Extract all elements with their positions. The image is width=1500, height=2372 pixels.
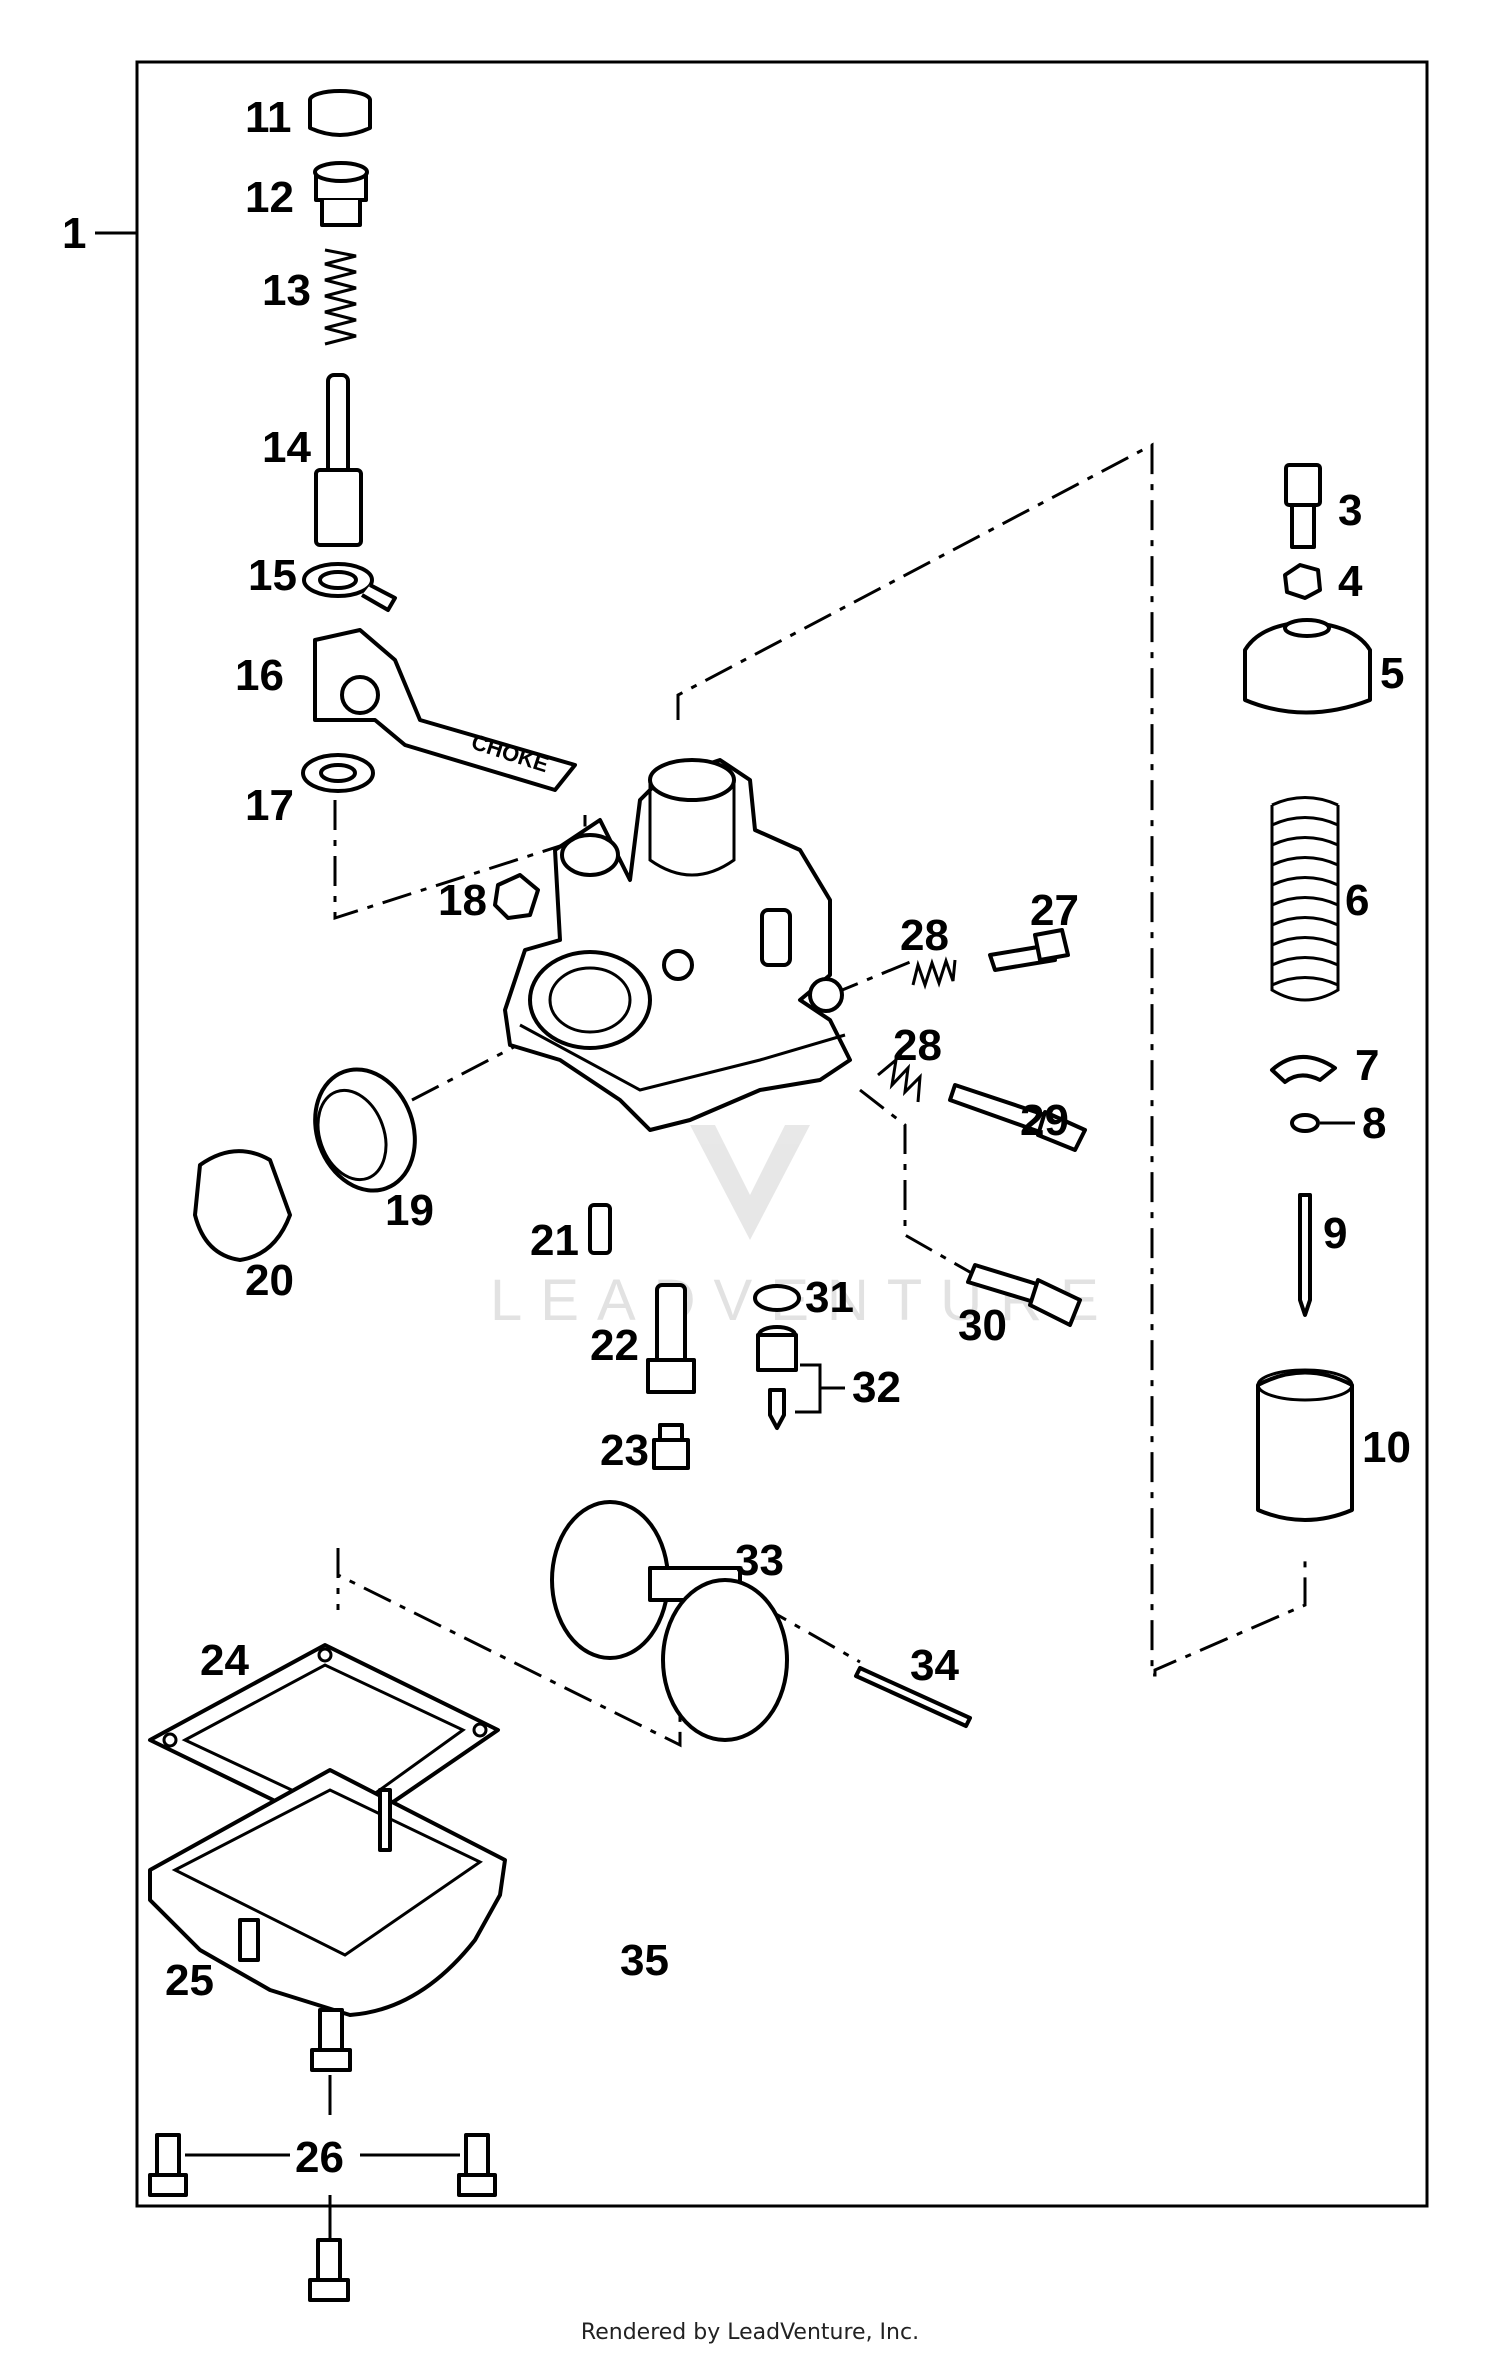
callout-31: 31 — [805, 1273, 854, 1322]
part-13-spring — [324, 248, 357, 346]
part-28-spring-lower — [877, 1056, 922, 1103]
part-4-nut — [1283, 563, 1322, 600]
part-26-screw-right — [457, 2133, 497, 2197]
watermark: LEADVENTURE — [490, 1125, 1099, 1333]
assembly-line-28 — [829, 958, 916, 997]
part-10-throttle-slide — [1256, 1368, 1354, 1522]
part-7-clip — [1270, 1055, 1337, 1084]
part-9-jet-needle — [1298, 1193, 1312, 1317]
callout-7: 7 — [1355, 1041, 1379, 1090]
part-14-plunger — [314, 373, 363, 547]
callout-22: 22 — [590, 1321, 639, 1370]
callout-5: 5 — [1380, 649, 1404, 698]
callout-32: 32 — [852, 1363, 901, 1412]
part-11-cap — [308, 89, 372, 137]
part-32-float-valve — [756, 1325, 845, 1430]
part-26-screw-bottom — [308, 2238, 350, 2302]
assembly-line-choke — [333, 800, 587, 921]
callout-16: 16 — [235, 651, 284, 700]
part-23-main-jet — [652, 1423, 690, 1470]
part-20-cap — [193, 1149, 292, 1262]
part-22-needle-jet — [646, 1283, 696, 1394]
callout-3: 3 — [1338, 486, 1362, 535]
callout-15: 15 — [248, 551, 297, 600]
part-27-pilot-screw — [988, 928, 1070, 972]
callout-33: 33 — [735, 1536, 784, 1585]
part-35-hose — [505, 1870, 665, 2002]
part-12-nut — [313, 161, 369, 227]
callout-18: 18 — [438, 876, 487, 925]
part-6-slide-spring — [1270, 796, 1340, 1002]
assembly-line-19 — [411, 1008, 586, 1102]
callout-25: 25 — [165, 1956, 214, 2005]
part-26-screw-left — [148, 2133, 188, 2197]
part-28-spring-upper — [911, 956, 957, 990]
callout-11: 11 — [245, 93, 292, 142]
part-19-ring — [313, 1067, 417, 1193]
part-31-washer — [753, 1284, 801, 1312]
assembly-line-main — [676, 442, 1307, 1677]
callout-26-leaders — [185, 2075, 460, 2240]
assembly-line-30 — [859, 1088, 976, 1277]
callout-28-upper: 28 — [900, 911, 949, 960]
callout-29: 29 — [1020, 1096, 1069, 1145]
callout-13: 13 — [262, 266, 311, 315]
part-3-adjuster-screw — [1284, 463, 1322, 549]
callout-24: 24 — [200, 1636, 249, 1685]
part-21-jet — [588, 1203, 612, 1255]
callout-6: 6 — [1345, 876, 1369, 925]
carburetor-body — [503, 758, 852, 1132]
callout-1: 1 — [62, 209, 86, 258]
callout-12: 12 — [245, 173, 294, 222]
callout-21: 21 — [530, 1216, 579, 1265]
callout-23: 23 — [600, 1426, 649, 1475]
part-34-float-pin — [854, 1666, 972, 1728]
part-5-top-cap — [1243, 618, 1372, 715]
part-26-screw-top — [310, 2008, 352, 2072]
part-15-washer — [302, 562, 397, 612]
callout-8: 8 — [1362, 1099, 1386, 1148]
callout-10: 10 — [1362, 1423, 1411, 1472]
callout-30: 30 — [958, 1301, 1007, 1350]
part-30-idle-screw — [966, 1263, 1082, 1327]
callout-26: 26 — [295, 2133, 344, 2182]
part-18-nut — [493, 873, 540, 920]
diagram-frame — [135, 60, 1429, 2208]
callout-14: 14 — [262, 423, 311, 472]
part-25-float-bowl — [148, 1768, 507, 2017]
part-8-e-clip — [1290, 1113, 1320, 1133]
callout-17: 17 — [245, 781, 294, 830]
callout-35: 35 — [620, 1936, 669, 1985]
part-17-washer — [301, 753, 375, 793]
callout-4: 4 — [1338, 557, 1363, 606]
footer-credit: Rendered by LeadVenture, Inc. — [580, 2320, 920, 2345]
callout-34: 34 — [910, 1641, 959, 1690]
callout-27: 27 — [1030, 886, 1079, 935]
callout-20: 20 — [245, 1256, 294, 1305]
part-29-air-screw — [948, 1083, 1087, 1152]
part-16-choke-lever: CHOKE — [313, 628, 577, 792]
callout-9: 9 — [1323, 1209, 1347, 1258]
callout-19: 19 — [385, 1186, 434, 1235]
part-33-float — [550, 1500, 789, 1742]
callout-28-lower: 28 — [893, 1021, 942, 1070]
